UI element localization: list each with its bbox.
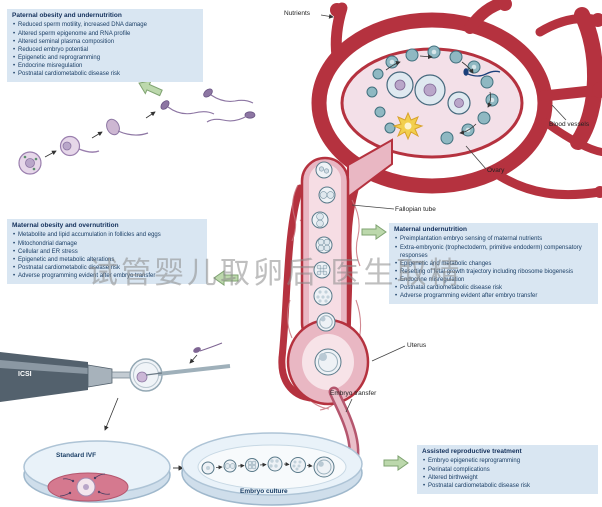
nutrients-label: Nutrients — [284, 10, 311, 17]
embryo-sequence-graphic — [311, 161, 342, 376]
standard-ivf-label: Standard IVF — [56, 452, 97, 459]
arrow-to-maternal-over-box-icon — [213, 270, 239, 286]
infobox-list: Embryo epigenetic reprogramming Perinata… — [422, 457, 593, 489]
ivf-dish-graphic — [23, 440, 184, 503]
bullet-item: Reduced embryo potential — [12, 46, 198, 54]
bullet-item: Preimplantation embryo sensing of matern… — [394, 235, 593, 243]
infobox-title: Assisted reproductive treatment — [422, 448, 522, 455]
embryo-culture-label: Embryo culture — [240, 488, 288, 495]
bullet-item: Adverse programming evident after embryo… — [394, 292, 593, 300]
infobox-list: Preimplantation embryo sensing of matern… — [394, 235, 593, 300]
infobox-list: Metabolite and lipid accumulation in fol… — [12, 231, 202, 280]
infobox-title: Maternal obesity and overnutrition — [12, 222, 119, 229]
bullet-item: Postnatal cardiometabolic disease risk — [394, 284, 593, 292]
culture-dish-graphic — [181, 432, 363, 506]
ovary-label: Ovary — [487, 167, 505, 174]
fallopian-tube-label: Fallopian tube — [395, 206, 436, 213]
ovulation-burst-icon — [392, 111, 424, 141]
bullet-item: Epigenetic and metabolic changes — [394, 260, 593, 268]
bullet-item: Cellular and ER stress — [12, 248, 202, 256]
bullet-item: Adverse programming evident after embryo… — [12, 272, 202, 280]
bullet-item: Metabolite and lipid accumulation in fol… — [12, 231, 202, 239]
bullet-item: Altered sperm epigenome and RNA profile — [12, 30, 198, 38]
infobox-assisted-reproductive-treatment: Assisted reproductive treatment Embryo e… — [417, 445, 598, 494]
bullet-item: Epigenetic and reprogramming — [12, 54, 198, 62]
infobox-title: Paternal obesity and undernutrition — [12, 12, 122, 19]
bullet-item: Mitochondrial damage — [12, 240, 202, 248]
bullet-item: Endocrine misregulation — [394, 276, 593, 284]
bullet-item: Endocrine misregulation — [12, 62, 198, 70]
infobox-maternal-overnutrition: Maternal obesity and overnutrition Metab… — [7, 219, 207, 284]
bullet-item: Perinatal complications — [422, 466, 593, 474]
icsi-apparatus-graphic — [0, 342, 231, 431]
bullet-item: Postnatal cardiometabolic disease risk — [422, 482, 593, 490]
blood-vessels-label: Blood vessels — [549, 121, 590, 128]
bullet-item: Epigenetic and metabolic alterations — [12, 256, 202, 264]
embryo-transfer-label: Embryo transfer — [330, 390, 377, 397]
bullet-item: Postnatal cardiometabolic disease risk — [12, 264, 202, 272]
infobox-paternal-obesity: Paternal obesity and undernutrition Redu… — [7, 9, 203, 83]
icsi-label: ICSI — [18, 371, 32, 378]
infobox-title: Maternal undernutrition — [394, 226, 467, 233]
ovary-graphic — [340, 45, 524, 159]
bullet-item: Embryo epigenetic reprogramming — [422, 457, 593, 465]
bullet-item: Postnatal cardiometabolic disease risk — [12, 70, 198, 78]
sperm-maturation-graphic — [18, 88, 256, 175]
arrow-to-maternal-under-box-icon — [361, 224, 387, 240]
bullet-item: Reduced sperm motility, increased DNA da… — [12, 21, 198, 29]
infobox-maternal-undernutrition: Maternal undernutrition Preimplantation … — [389, 223, 598, 305]
uterus-label: Uterus — [407, 342, 427, 349]
bullet-item: Extra-embryonic (trophectoderm, primitiv… — [394, 244, 593, 260]
label-leader-lines — [320, 13, 567, 413]
bullet-item: Altered seminal plasma composition — [12, 38, 198, 46]
arrow-to-art-box-icon — [383, 455, 409, 471]
bullet-item: Altered birthweight — [422, 474, 593, 482]
bullet-item: Resetting of fetal growth trajectory inc… — [394, 268, 593, 276]
sperm-in-ovary-icon — [463, 68, 501, 77]
infobox-list: Reduced sperm motility, increased DNA da… — [12, 21, 198, 78]
